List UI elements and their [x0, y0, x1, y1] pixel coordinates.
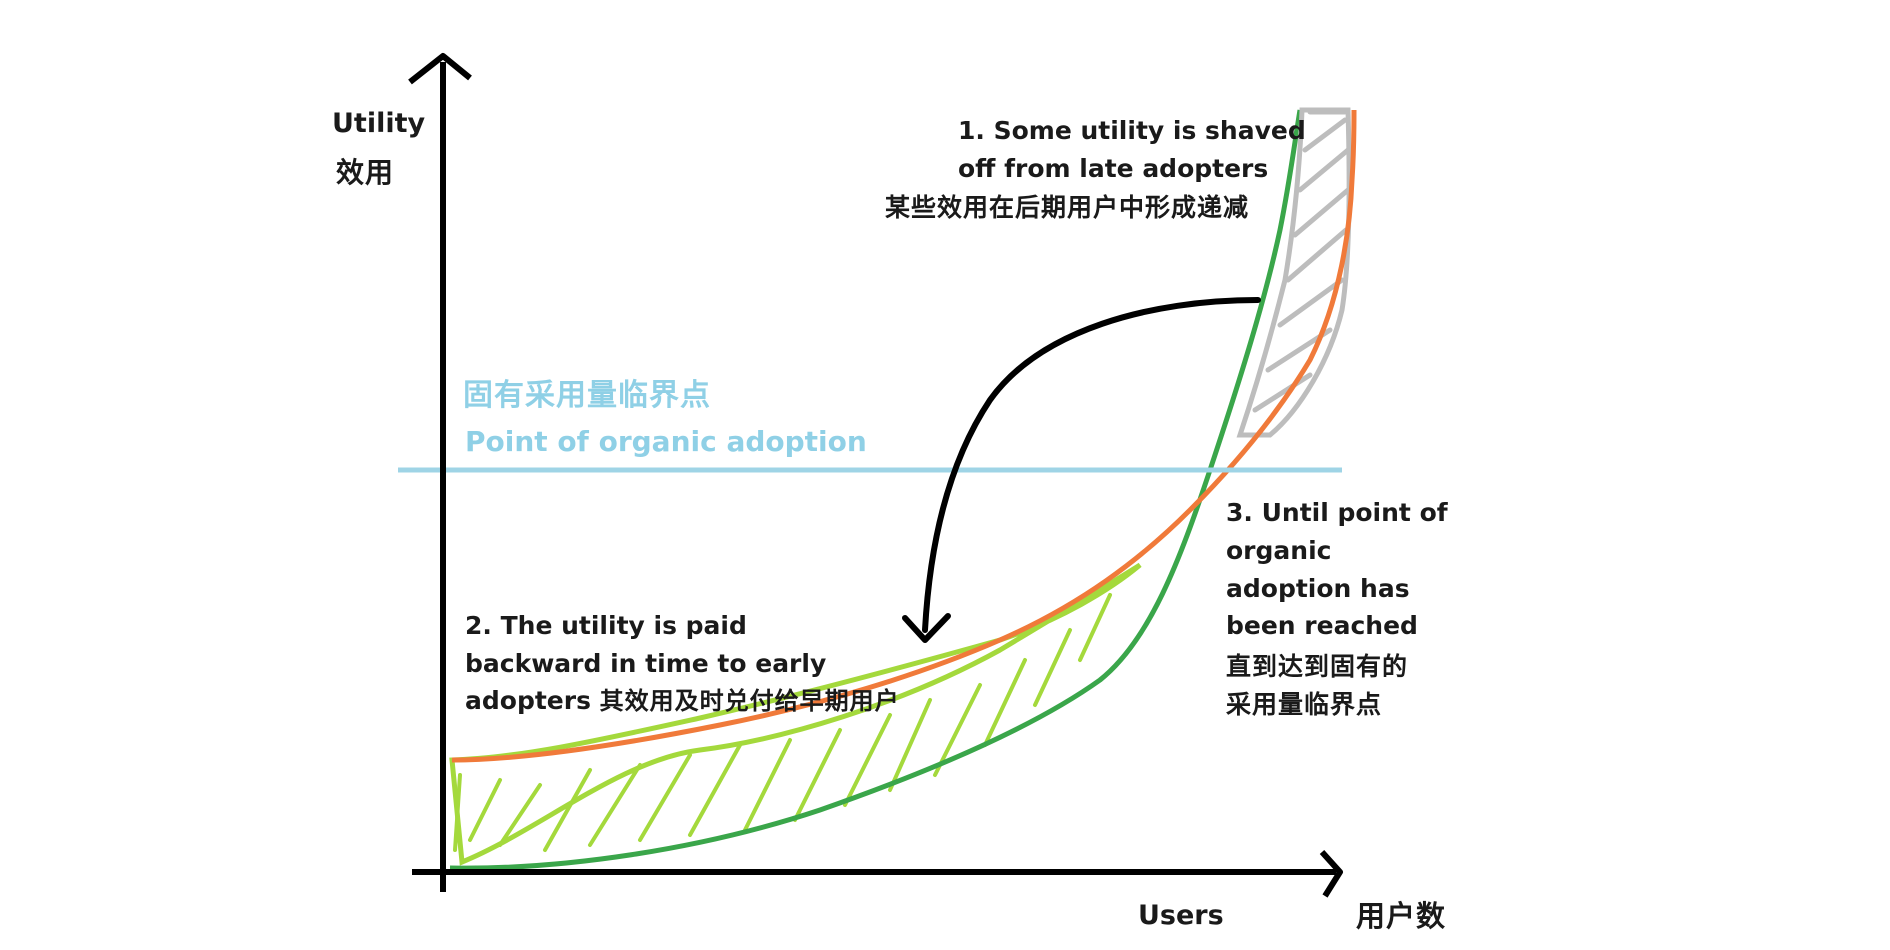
note3-line3: adoption has: [1226, 574, 1410, 603]
note1-cn: 某些效用在后期用户中形成递减: [885, 193, 1250, 222]
early-payment-region: [449, 562, 1142, 866]
arrow-right-icon: [1319, 849, 1343, 898]
y-axis-label-cn: 效用: [336, 156, 395, 189]
x-axis-label-en: Users: [1138, 900, 1224, 931]
x-axis-label-cn: 用户数: [1356, 899, 1447, 933]
note1-line2: off from late adopters: [958, 154, 1269, 183]
adoption-curve: [449, 109, 1303, 871]
note2-line1: 2. The utility is paid: [465, 611, 747, 640]
note1-line1: 1. Some utility is shaved: [958, 116, 1306, 145]
curved-arrow-head: [902, 613, 951, 643]
note2-line3-cn: 其效用及时兑付给早期用户: [599, 687, 900, 715]
y-axis-label-en: Utility: [332, 108, 426, 139]
note2-line2: backward in time to early: [465, 649, 827, 678]
note2-line3-en: adopters: [465, 686, 591, 715]
note3-cn1: 直到达到固有的: [1226, 652, 1409, 681]
note3-line4: been reached: [1226, 611, 1418, 640]
early-payment-hatching: [453, 593, 1112, 852]
note3-cn2: 采用量临界点: [1226, 690, 1383, 719]
organic-point-label-cn: 固有采用量临界点: [463, 378, 711, 413]
utility-curve: [451, 109, 1357, 763]
note3-line2: organic: [1226, 536, 1332, 565]
note2-line3: adopters 其效用及时兑付给早期用户: [465, 682, 900, 720]
arrow-up-icon: [408, 53, 472, 85]
note3-line1: 3. Until point of: [1226, 498, 1448, 527]
organic-point-label-en: Point of organic adoption: [465, 425, 867, 458]
curved-arrow-icon: [922, 297, 1261, 633]
